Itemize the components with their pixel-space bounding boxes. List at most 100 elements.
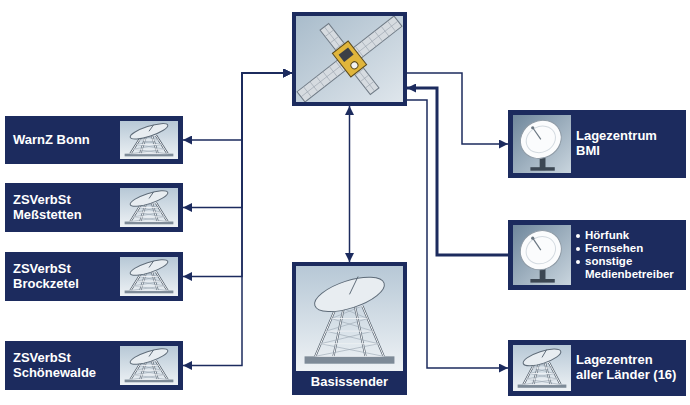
illustration-part — [130, 375, 164, 380]
illustration-part — [513, 345, 571, 391]
text-column: HörfunkFernsehensonstige Medienbetreiber — [576, 229, 682, 282]
illustration-part — [350, 277, 359, 295]
illustration-part — [120, 346, 178, 385]
bullet-item: sonstige Medienbetreiber — [576, 255, 682, 281]
illustration-part — [136, 145, 164, 150]
illustration-part — [120, 188, 178, 227]
illustration-part — [136, 366, 159, 371]
station-box: ZSVerbSt Brockzetel — [5, 252, 183, 301]
illustration-part — [518, 385, 567, 388]
illustration-part — [136, 281, 164, 286]
text-column: Lagezentrum BMI — [576, 129, 682, 159]
station-illustration — [296, 266, 403, 371]
illustration-part — [133, 375, 167, 380]
station-label: ZSVerbSt Brockzetel — [13, 262, 117, 292]
illustration-part — [139, 208, 162, 213]
illustration-part — [531, 237, 534, 240]
illustration-part — [320, 23, 379, 94]
illustration-part — [125, 121, 174, 156]
station-label: Basissender — [311, 375, 388, 390]
bullet-item: Hörfunk — [576, 229, 682, 242]
illustration-part — [136, 212, 162, 213]
station-illustration — [120, 257, 178, 296]
station-illustration — [513, 345, 571, 391]
text-column: WarnZ Bonn — [13, 133, 117, 148]
illustration-part — [136, 277, 159, 282]
illustration-part — [125, 346, 174, 382]
illustration-part — [133, 281, 161, 286]
illustration-part — [136, 212, 164, 217]
station-label: ZSVerbSt Schönewalde — [13, 351, 117, 381]
illustration-part — [339, 47, 354, 61]
station-label: Lagezentrum BMI — [576, 129, 682, 159]
illustration-part — [326, 331, 373, 332]
connector-arrow — [183, 73, 292, 277]
illustration-part — [130, 153, 167, 154]
illustration-part — [133, 370, 161, 375]
illustration-part — [311, 270, 389, 318]
illustration-part — [149, 350, 154, 357]
station-label: WarnZ Bonn — [13, 133, 117, 148]
illustration-part — [514, 115, 568, 166]
station-box: Lagezentren aller Länder (16) — [508, 340, 686, 396]
illustration-part — [331, 318, 367, 319]
media-label: sonstige Medienbetreiber — [585, 255, 682, 281]
station-box: Lagezentrum BMI — [508, 110, 686, 178]
illustration-part — [529, 373, 555, 374]
illustration-part — [518, 346, 567, 388]
station-illustration — [513, 115, 571, 173]
illustration-part — [321, 343, 379, 344]
text-column: ZSVerbSt Brockzetel — [13, 262, 117, 292]
illustration-part — [305, 270, 395, 364]
satellite-box — [292, 12, 407, 106]
illustration-part — [149, 125, 154, 131]
text-column: Lagezentren aller Länder (16) — [576, 353, 682, 383]
station-box: ZSVerbSt Meßstetten — [5, 183, 183, 232]
connector-arrow — [183, 73, 292, 140]
illustration-part — [532, 368, 555, 374]
station-box: WarnZ Bonn — [5, 116, 183, 164]
illustration-part — [136, 208, 159, 213]
illustration-part — [513, 225, 568, 277]
illustration-part — [133, 216, 164, 217]
illustration-part — [542, 350, 547, 358]
base-station-box: Basissender — [292, 262, 407, 395]
illustration-part — [350, 60, 360, 70]
illustration-part — [326, 319, 368, 332]
illustration-part — [529, 368, 552, 374]
illustration-part — [530, 167, 554, 170]
illustration-part — [139, 366, 162, 371]
illustration-part — [331, 319, 373, 332]
illustration-part — [125, 188, 174, 224]
illustration-part — [149, 192, 154, 199]
illustration-part — [129, 346, 170, 367]
illustration-part — [133, 212, 161, 217]
illustration-part — [139, 140, 162, 145]
station-illustration — [120, 346, 178, 385]
connector-arrow — [183, 73, 292, 366]
station-illustration — [513, 225, 571, 285]
illustration-part — [522, 121, 561, 158]
illustration-part — [130, 379, 167, 380]
illustration-part — [133, 145, 161, 150]
illustration-part — [533, 128, 541, 140]
illustration-part — [133, 285, 164, 286]
illustration-part — [130, 221, 167, 222]
illustration-part — [130, 290, 167, 291]
station-label: ZSVerbSt Meßstetten — [13, 193, 117, 223]
illustration-part — [139, 365, 159, 366]
illustration-part — [321, 331, 373, 344]
illustration-part — [130, 149, 164, 154]
illustration-part — [521, 231, 560, 268]
illustration-part — [326, 331, 378, 344]
illustration-part — [136, 144, 162, 145]
station-illustration — [120, 121, 178, 159]
bullet-dot — [576, 260, 580, 264]
illustration-part — [533, 238, 541, 250]
illustration-part — [125, 257, 174, 293]
illustration-part — [530, 279, 554, 283]
illustration-part — [139, 276, 159, 277]
illustration-part — [526, 379, 557, 380]
